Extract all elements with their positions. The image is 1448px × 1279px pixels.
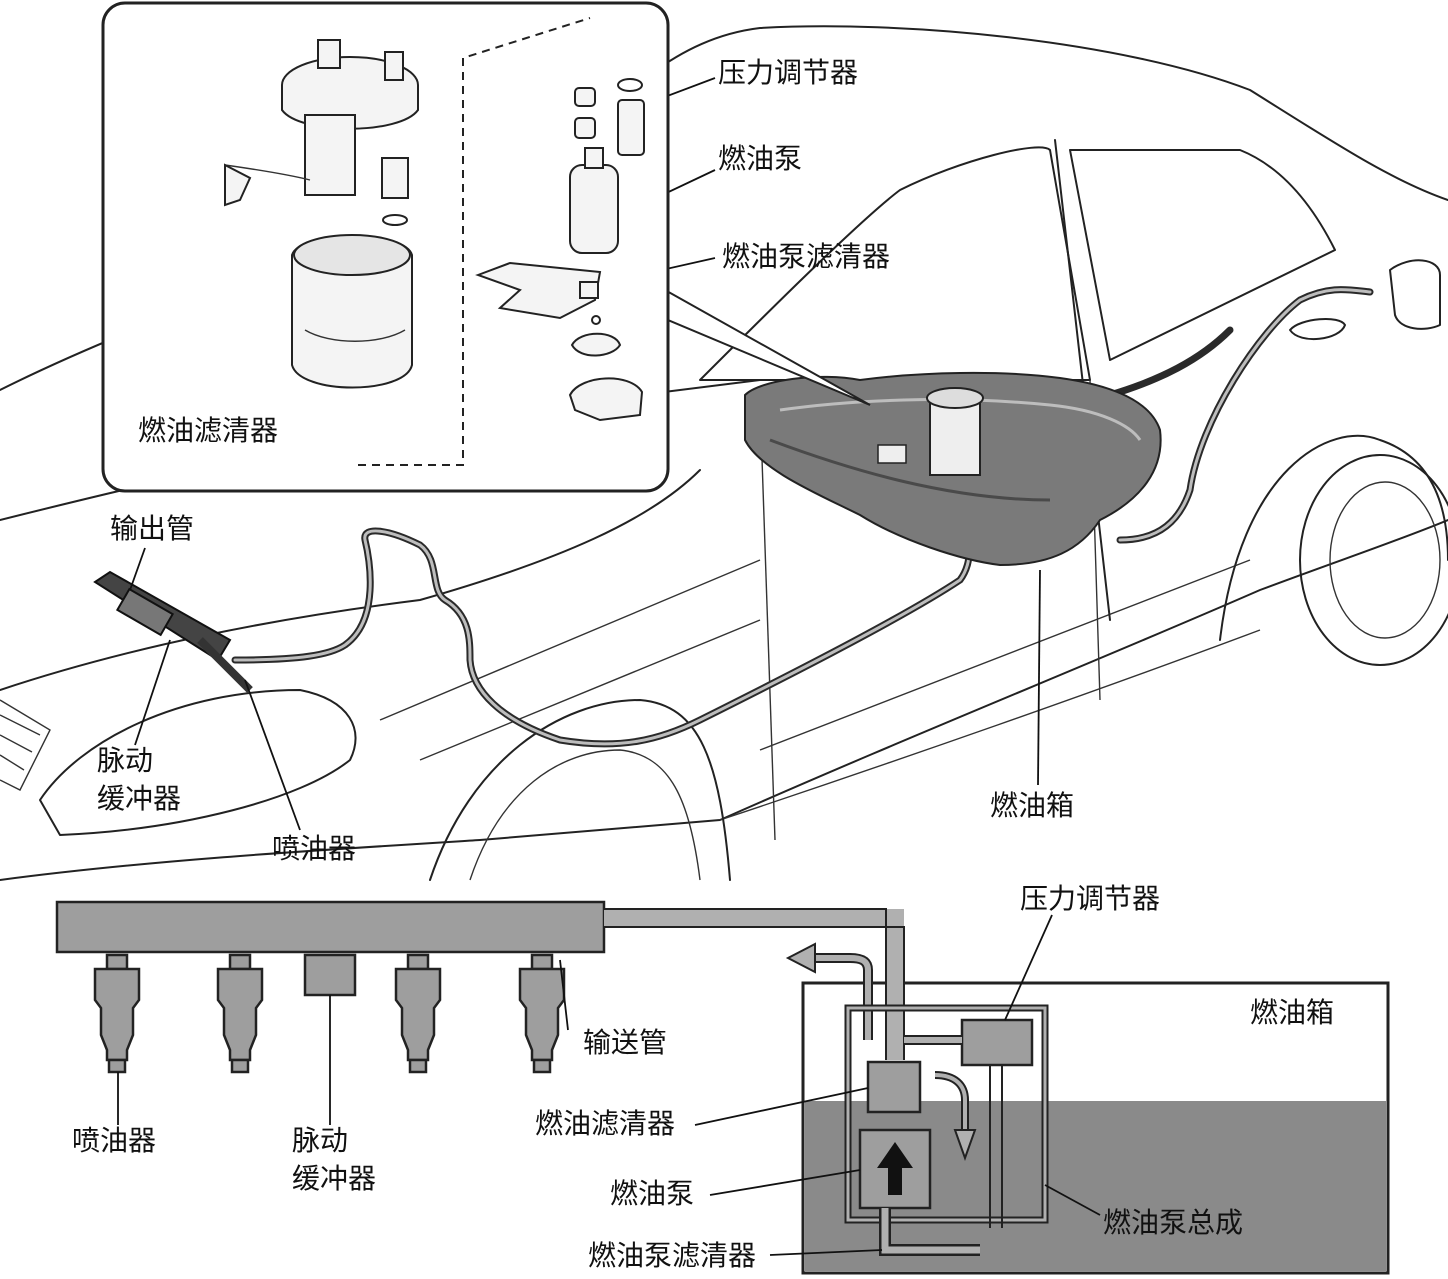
label-fuel-filter-top: 燃油滤清器 <box>138 414 278 447</box>
label-injector-bottom: 喷油器 <box>72 1124 156 1157</box>
label-pulsation-damper-top-2: 缓冲器 <box>97 782 181 815</box>
fuel-system-schematic <box>55 900 1390 1275</box>
injector-3 <box>394 953 442 1074</box>
label-pulsation-damper-bottom-2: 缓冲器 <box>292 1162 376 1195</box>
label-pulsation-damper-bottom-1: 脉动 <box>292 1124 348 1157</box>
label-outlet-pipe: 输出管 <box>110 512 194 545</box>
label-fuel-pump-assembly: 燃油泵总成 <box>1103 1206 1243 1239</box>
label-fuel-pump-strainer-top: 燃油泵滤清器 <box>722 240 890 273</box>
label-fuel-filter-bottom: 燃油滤清器 <box>535 1107 675 1140</box>
injector-4 <box>518 953 566 1074</box>
label-pulsation-damper-top-1: 脉动 <box>97 744 153 777</box>
pulsation-damper <box>303 953 357 997</box>
label-fuel-tank-bottom: 燃油箱 <box>1250 996 1334 1029</box>
label-fuel-pump-bottom: 燃油泵 <box>610 1177 694 1210</box>
supply-pipe <box>604 909 904 1060</box>
injector-2 <box>216 953 264 1074</box>
label-fuel-pump-top: 燃油泵 <box>718 142 802 175</box>
illustration-labels: 压力调节器 燃油泵 燃油泵滤清器 燃油滤清器 输出管 脉动 缓冲器 喷油器 燃油… <box>97 56 1074 865</box>
label-injector-top: 喷油器 <box>272 832 356 865</box>
label-fuel-pump-strainer-bottom: 燃油泵滤清器 <box>588 1239 756 1272</box>
label-fuel-tank-top: 燃油箱 <box>990 789 1074 822</box>
label-pressure-regulator-bottom: 压力调节器 <box>1020 882 1160 915</box>
schematic-fuel-filter <box>866 1060 922 1114</box>
car-illustration <box>0 25 1448 881</box>
label-delivery-pipe: 输送管 <box>583 1026 667 1059</box>
schematic-pressure-regulator <box>960 1018 1034 1067</box>
label-pressure-regulator-top: 压力调节器 <box>718 56 858 89</box>
schematic-labels: 压力调节器 燃油箱 输送管 燃油滤清器 燃油泵 燃油泵滤清器 燃油泵总成 喷油器… <box>72 882 1334 1272</box>
delivery-pipe-rail <box>55 900 606 954</box>
injector-1 <box>93 953 141 1074</box>
exploded-view-inset <box>101 1 871 493</box>
outlet-pipe-part <box>93 570 253 693</box>
